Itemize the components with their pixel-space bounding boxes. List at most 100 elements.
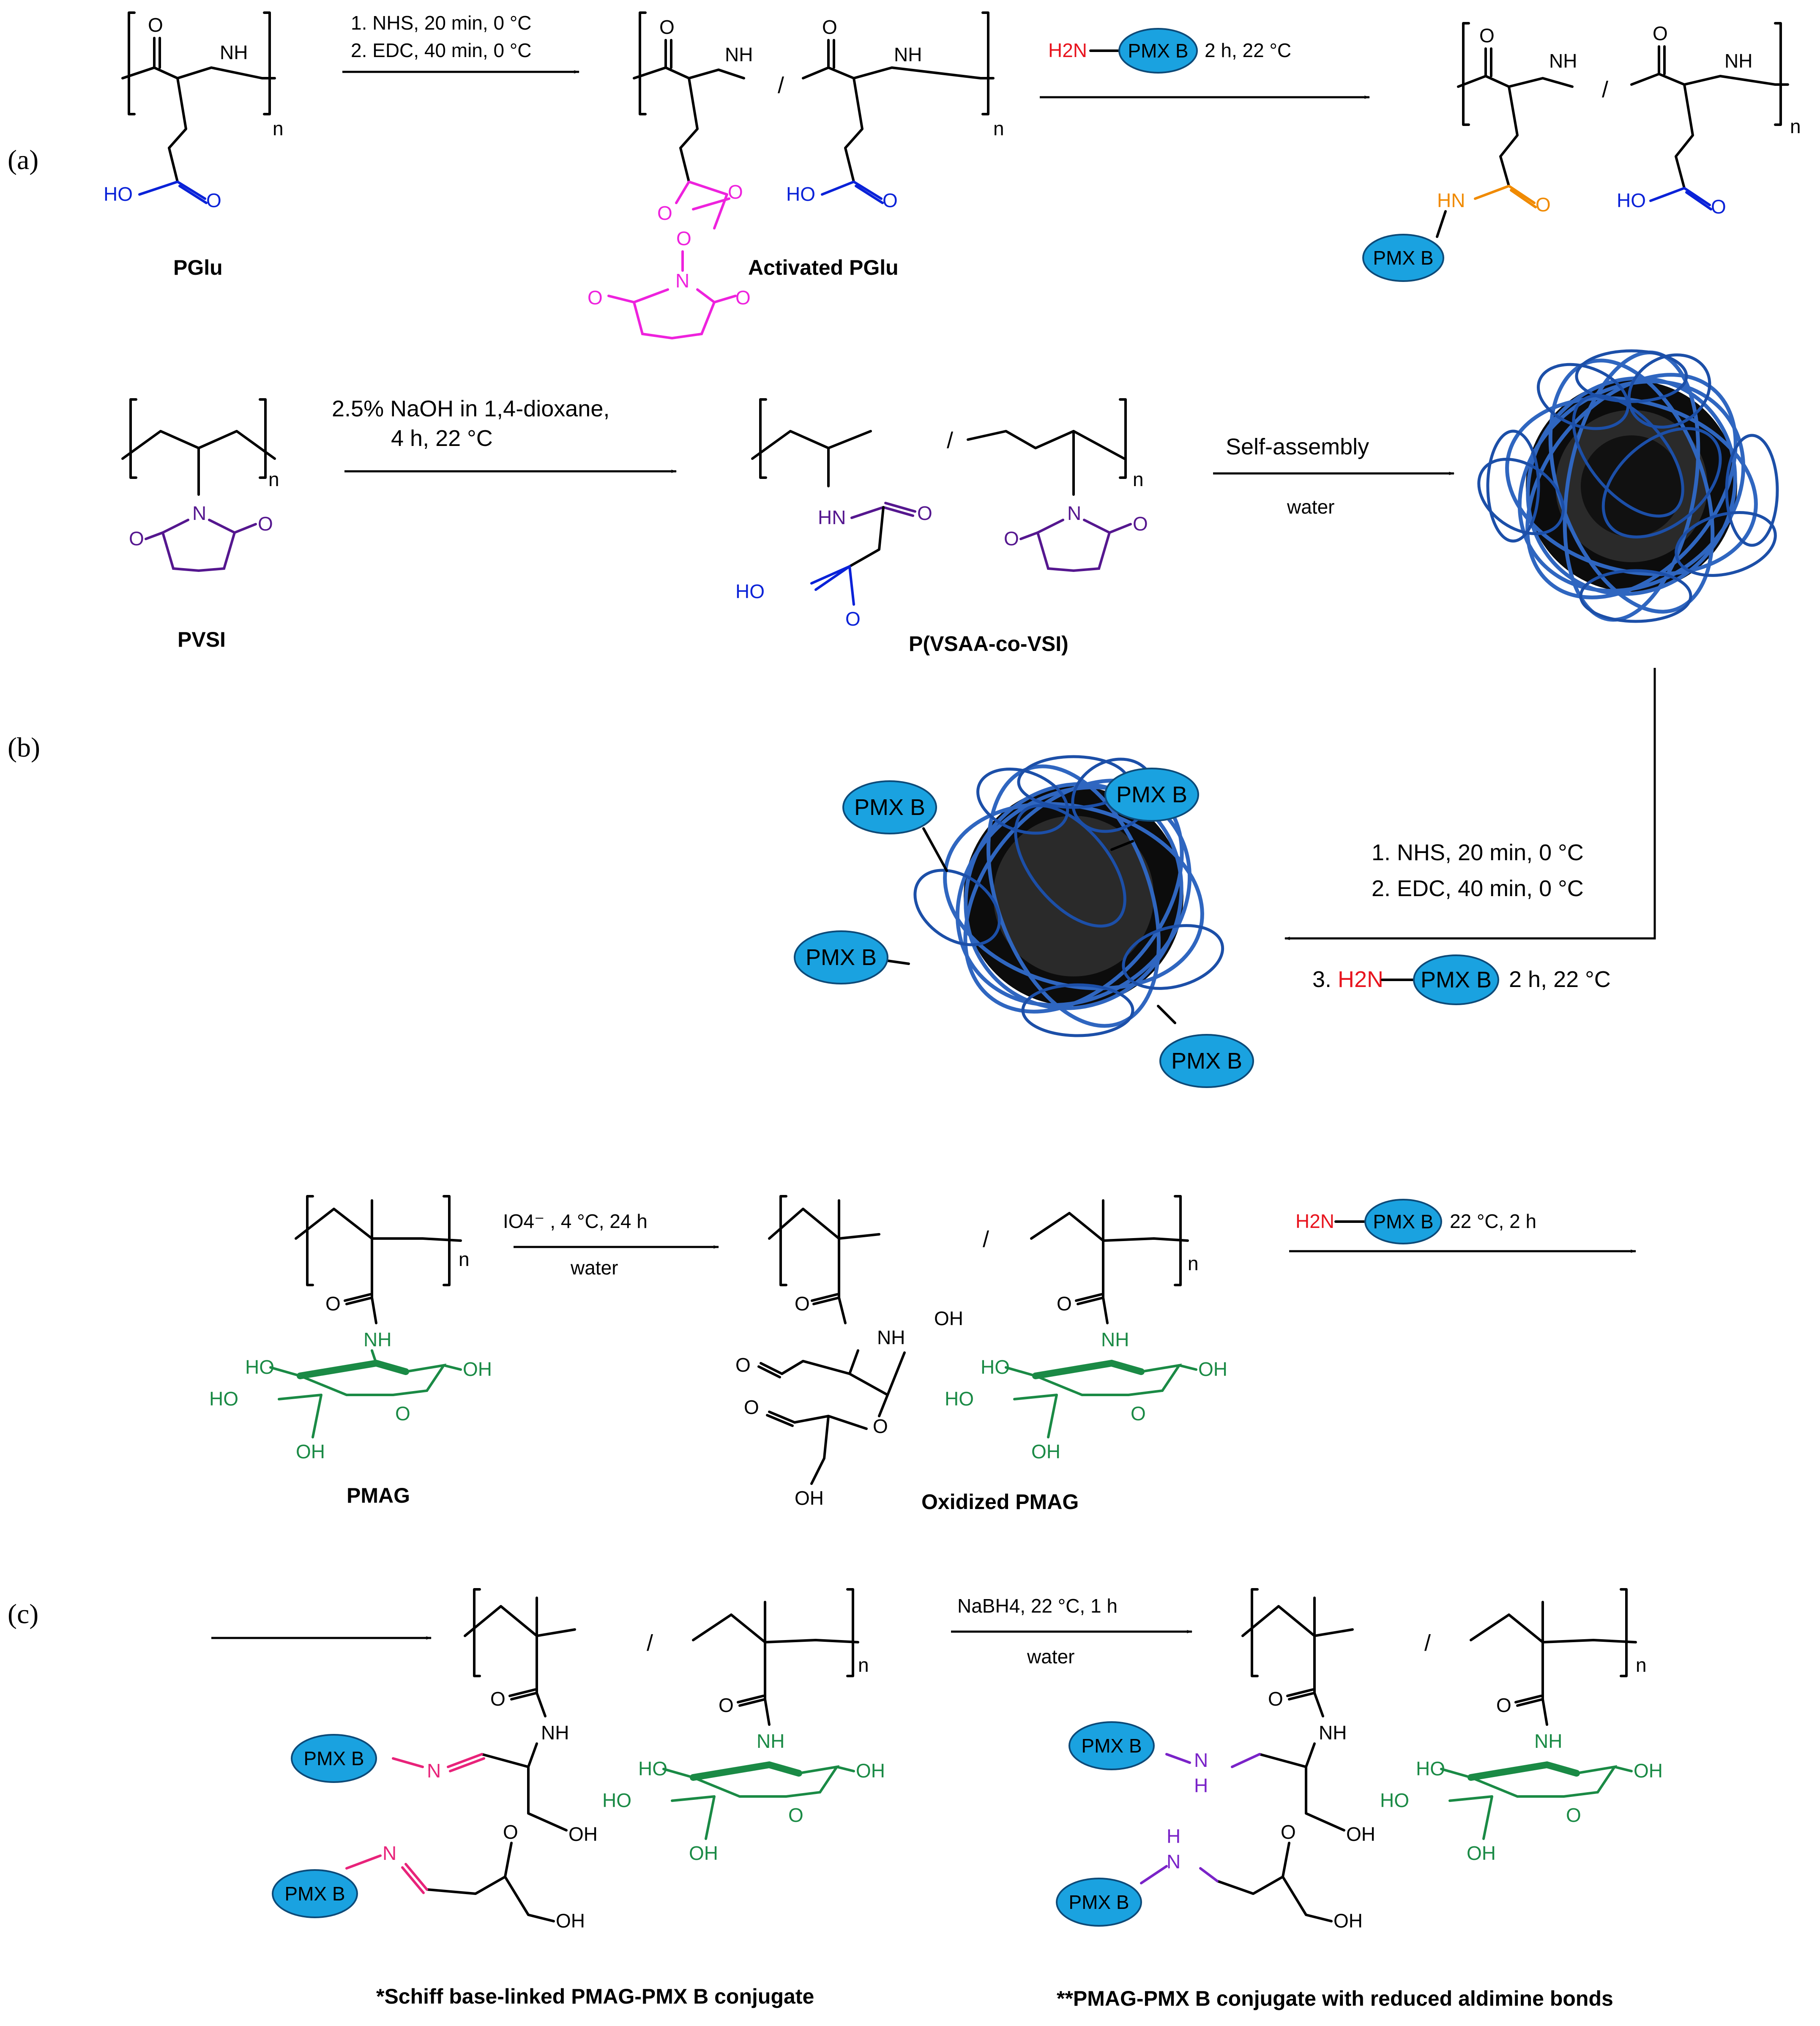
atom-oh: OH xyxy=(1634,1760,1663,1782)
atom-o: O xyxy=(845,608,861,630)
panel-label-c: (c) xyxy=(8,1599,38,1630)
atom-nh: NH xyxy=(894,44,922,66)
subscript-n: n xyxy=(1188,1252,1199,1274)
cond-self-assembly: Self-assembly xyxy=(1226,434,1369,459)
pmx-b-label: PMX B xyxy=(303,1747,364,1769)
atom-oh: OH xyxy=(795,1487,824,1509)
pglu-structure: O NH HO O n xyxy=(104,11,284,211)
cond-nhs: 1. NHS, 20 min, 0 °C xyxy=(1372,840,1584,865)
atom-o: O xyxy=(676,227,691,249)
cond-step3: 3. xyxy=(1312,967,1331,992)
atom-ho: HO xyxy=(245,1356,274,1378)
atom-o: O xyxy=(1711,196,1726,218)
pmx-b-bead xyxy=(1362,234,1444,282)
pmx-b-label: PMX B xyxy=(1421,967,1492,992)
atom-o: O xyxy=(795,1293,810,1315)
pmx-b-label: PMX B xyxy=(854,795,925,820)
atom-o: O xyxy=(588,287,603,309)
atom-oh: OH xyxy=(1346,1823,1375,1845)
pvsi-structure: N O O n xyxy=(121,398,279,572)
atom-nh: NH xyxy=(1724,50,1752,72)
atom-o: O xyxy=(1133,513,1148,535)
atom-ho: HO xyxy=(786,183,815,205)
cond-water: water xyxy=(1287,496,1334,518)
separator-slash: / xyxy=(1602,77,1608,102)
atom-o: O xyxy=(1268,1688,1283,1710)
amine-h2n: H2N xyxy=(1295,1210,1334,1232)
atom-oh: OH xyxy=(296,1441,325,1463)
cond-nabh4: NaBH4, 22 °C, 1 h xyxy=(957,1595,1118,1617)
subscript-n: n xyxy=(273,118,284,139)
label-pglu: PGlu xyxy=(173,256,223,279)
atom-oh: OH xyxy=(463,1358,492,1380)
subscript-n: n xyxy=(1133,468,1144,490)
atom-oh: OH xyxy=(1031,1441,1060,1463)
label-oxidized-pmag: Oxidized PMAG xyxy=(921,1490,1079,1514)
atom-o: O xyxy=(822,16,837,38)
atom-nh: NH xyxy=(220,41,248,63)
label-reduced-conjugate: **PMAG-PMX B conjugate with reduced aldi… xyxy=(1057,1987,1613,2010)
cond-edc: 2. EDC, 40 min, 0 °C xyxy=(351,39,531,61)
pmx-b-label: PMX B xyxy=(1116,782,1187,807)
atom-hn: HN xyxy=(818,506,846,528)
atom-nh: NH xyxy=(1549,50,1577,72)
atom-ho: HO xyxy=(209,1388,238,1410)
reduced-conjugate-structure: O NH N H PMX B OH O H N PMX B OH / O NH … xyxy=(1056,1588,1663,1932)
pmx-b-label: PMX B xyxy=(1373,247,1433,269)
atom-oh: OH xyxy=(1198,1358,1227,1380)
pmx-b-bead xyxy=(1364,1199,1442,1244)
pmx-b-bead xyxy=(842,780,937,834)
atom-ho: HO xyxy=(735,580,765,602)
atom-o: O xyxy=(1653,22,1668,44)
separator-slash: / xyxy=(778,73,784,98)
atom-o: O xyxy=(1131,1403,1146,1424)
cond-edc: 2. EDC, 40 min, 0 °C xyxy=(1372,876,1584,901)
atom-oh: OH xyxy=(556,1910,585,1932)
atom-oh: OH xyxy=(856,1760,885,1782)
atom-n: N xyxy=(675,270,689,292)
cond-4h: 4 h, 22 °C xyxy=(391,426,493,451)
atom-o: O xyxy=(129,528,144,550)
subscript-n: n xyxy=(1790,115,1801,137)
schiff-base-conjugate-structure: O NH N PMX B OH O N PMX B OH / O NH HO H… xyxy=(272,1588,885,1932)
atom-ho: HO xyxy=(1416,1758,1445,1780)
atom-n: N xyxy=(1167,1851,1181,1873)
atom-o: O xyxy=(148,14,163,36)
atom-h: H xyxy=(1167,1825,1181,1847)
oxidized-pmag-structure: O NH O OH O O OH / O NH HO HO OH O OH n xyxy=(735,1195,1227,1509)
atom-o: O xyxy=(206,189,221,211)
atom-o: O xyxy=(1566,1804,1581,1826)
atom-oh: OH xyxy=(1334,1910,1363,1932)
pmag-structure: O NH HO HO OH O OH n xyxy=(209,1195,492,1463)
atom-nh: NH xyxy=(363,1329,391,1351)
subscript-n: n xyxy=(858,1654,869,1676)
atom-oh: OH xyxy=(689,1842,718,1864)
atom-o: O xyxy=(873,1415,888,1437)
pvsaa-co-vsi-structure: HN O HO O / N O O n xyxy=(735,398,1148,630)
atom-nh: NH xyxy=(725,44,753,66)
pmx-b-label: PMX B xyxy=(1081,1735,1142,1757)
subscript-n: n xyxy=(1636,1654,1647,1676)
pglu-pmxb-structure: O NH HN O PMX B / O NH HO O n xyxy=(1362,22,1801,282)
pmx-b-label: PMX B xyxy=(1171,1048,1242,1074)
atom-o: O xyxy=(735,1354,751,1376)
pmx-b-label: PMX B xyxy=(1068,1891,1129,1913)
atom-o: O xyxy=(788,1804,803,1826)
atom-ho: HO xyxy=(602,1789,631,1811)
label-pvsaa-co-vsi: P(VSAA-co-VSI) xyxy=(909,632,1068,656)
atom-nh: NH xyxy=(1534,1730,1562,1752)
atom-n: N xyxy=(383,1842,396,1864)
cond-2h-22c: 2 h, 22 °C xyxy=(1509,967,1611,992)
atom-o: O xyxy=(490,1688,506,1710)
pmx-b-label: PMX B xyxy=(284,1883,345,1905)
cond-naoh: 2.5% NaOH in 1,4-dioxane, xyxy=(332,396,609,421)
label-activated-pglu: Activated PGlu xyxy=(748,256,899,279)
atom-o: O xyxy=(917,502,932,524)
pmx-b-label: PMX B xyxy=(1373,1211,1433,1233)
atom-o: O xyxy=(1057,1293,1072,1315)
cond-periodate: IO4⁻ , 4 °C, 24 h xyxy=(503,1210,648,1232)
cond-2h-22c: 2 h, 22 °C xyxy=(1205,39,1291,61)
atom-nh: NH xyxy=(1101,1329,1129,1351)
panel-label-a: (a) xyxy=(8,145,38,175)
